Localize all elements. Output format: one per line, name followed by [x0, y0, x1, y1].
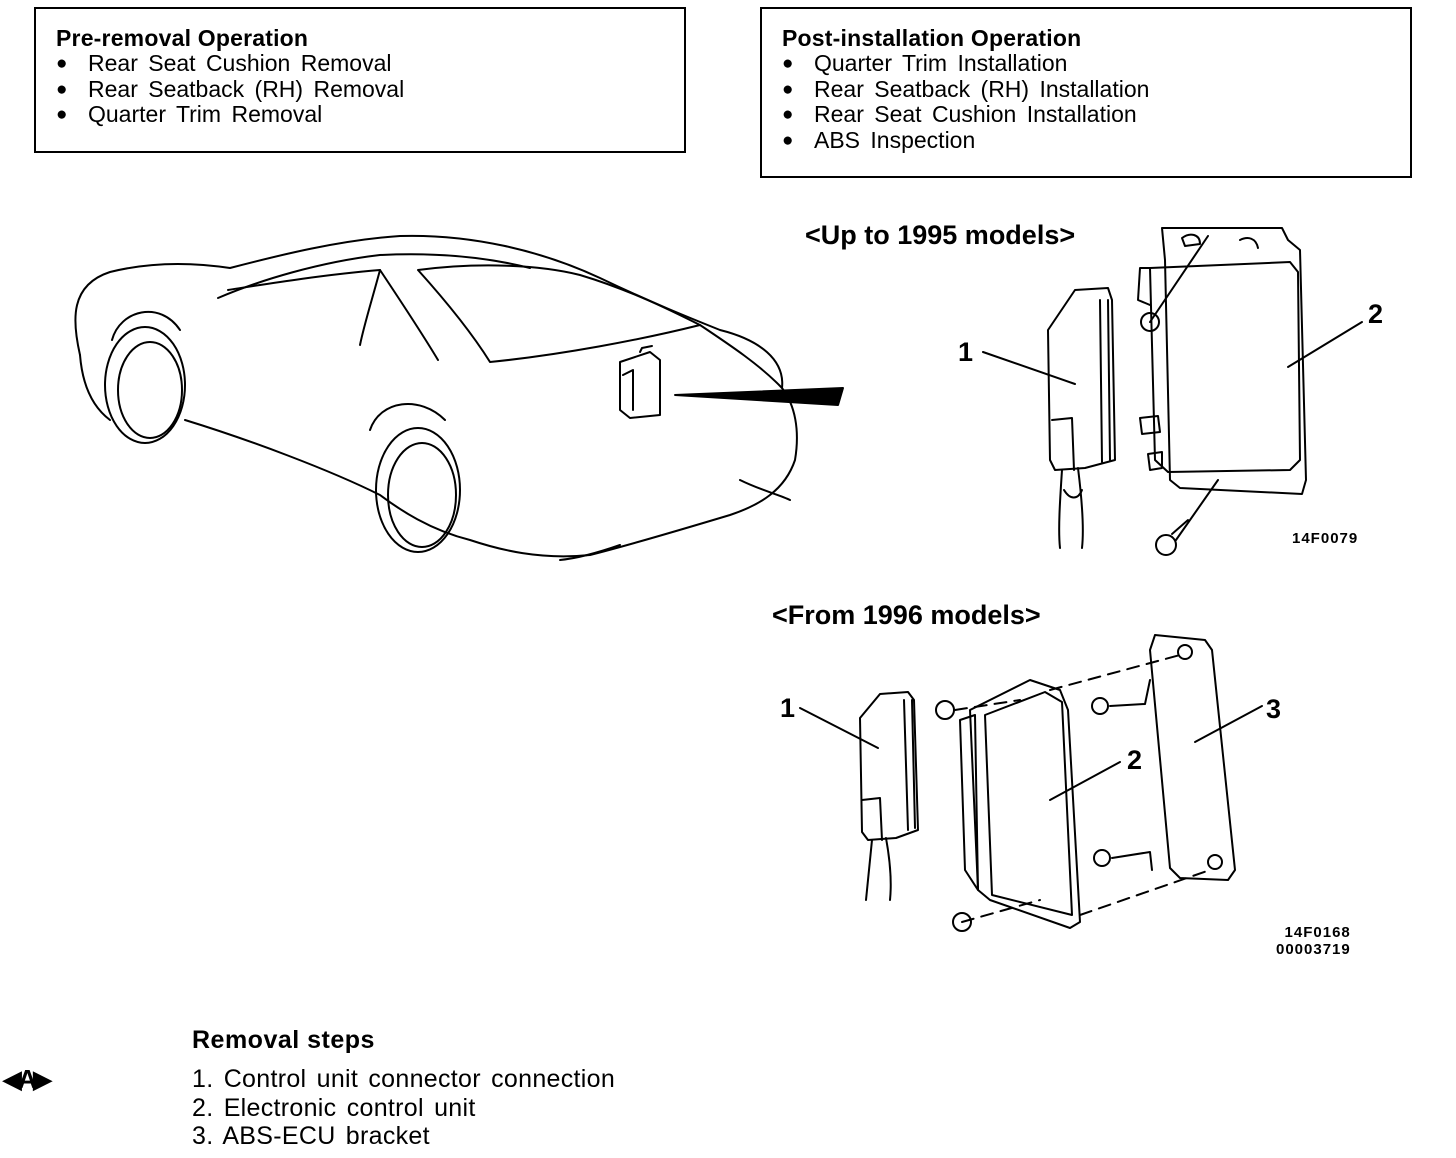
removal-steps-heading: Removal steps — [192, 1026, 375, 1054]
post-installation-box: Post-installation Operation Quarter Trim… — [760, 7, 1412, 178]
figure-1996-title: <From 1996 models> — [772, 600, 1041, 630]
figure-1996-codes: 14F0168 00003719 — [1276, 924, 1351, 958]
figure-1995-title: <Up to 1995 models> — [805, 220, 1076, 250]
pre-removal-item: Quarter Trim Removal — [56, 101, 664, 128]
callout-1995-2: 2 — [1368, 299, 1384, 329]
pre-removal-list: Rear Seat Cushion Removal Rear Seatback … — [56, 50, 664, 128]
removal-step: 3. ABS-ECU bracket — [192, 1122, 430, 1150]
pre-removal-item: Rear Seatback (RH) Removal — [56, 76, 664, 103]
car-illustration — [74, 234, 844, 561]
removal-steps-list: 1. Control unit connector connection 2. … — [192, 1065, 615, 1151]
pre-removal-title: Pre-removal Operation — [56, 25, 309, 51]
callout-1996-2: 2 — [1127, 745, 1143, 775]
service-point-marker: ◀A▶ — [2, 1064, 53, 1094]
post-installation-item: Quarter Trim Installation — [782, 50, 1390, 77]
post-installation-title: Post-installation Operation — [782, 25, 1082, 51]
ecu-diagram-1995 — [982, 227, 1363, 556]
post-installation-item: Rear Seatback (RH) Installation — [782, 76, 1390, 103]
figure-1996-code: 00003719 — [1276, 941, 1351, 958]
removal-step: 1. Control unit connector connection — [192, 1065, 616, 1093]
callout-1995-1: 1 — [958, 337, 974, 367]
post-installation-item: Rear Seat Cushion Installation — [782, 101, 1390, 128]
figure-1996-code: 14F0168 — [1284, 924, 1351, 941]
callout-1996-1: 1 — [780, 693, 796, 723]
figure-1995-code: 14F0079 — [1292, 530, 1359, 547]
callout-1996-3: 3 — [1266, 694, 1282, 724]
post-installation-item: ABS Inspection — [782, 127, 1390, 154]
removal-step: 2. Electronic control unit — [192, 1093, 476, 1122]
ecu-diagram-1996 — [799, 634, 1263, 932]
pre-removal-item: Rear Seat Cushion Removal — [56, 50, 664, 77]
pre-removal-box: Pre-removal Operation Rear Seat Cushion … — [34, 7, 686, 153]
post-installation-list: Quarter Trim Installation Rear Seatback … — [782, 50, 1390, 154]
